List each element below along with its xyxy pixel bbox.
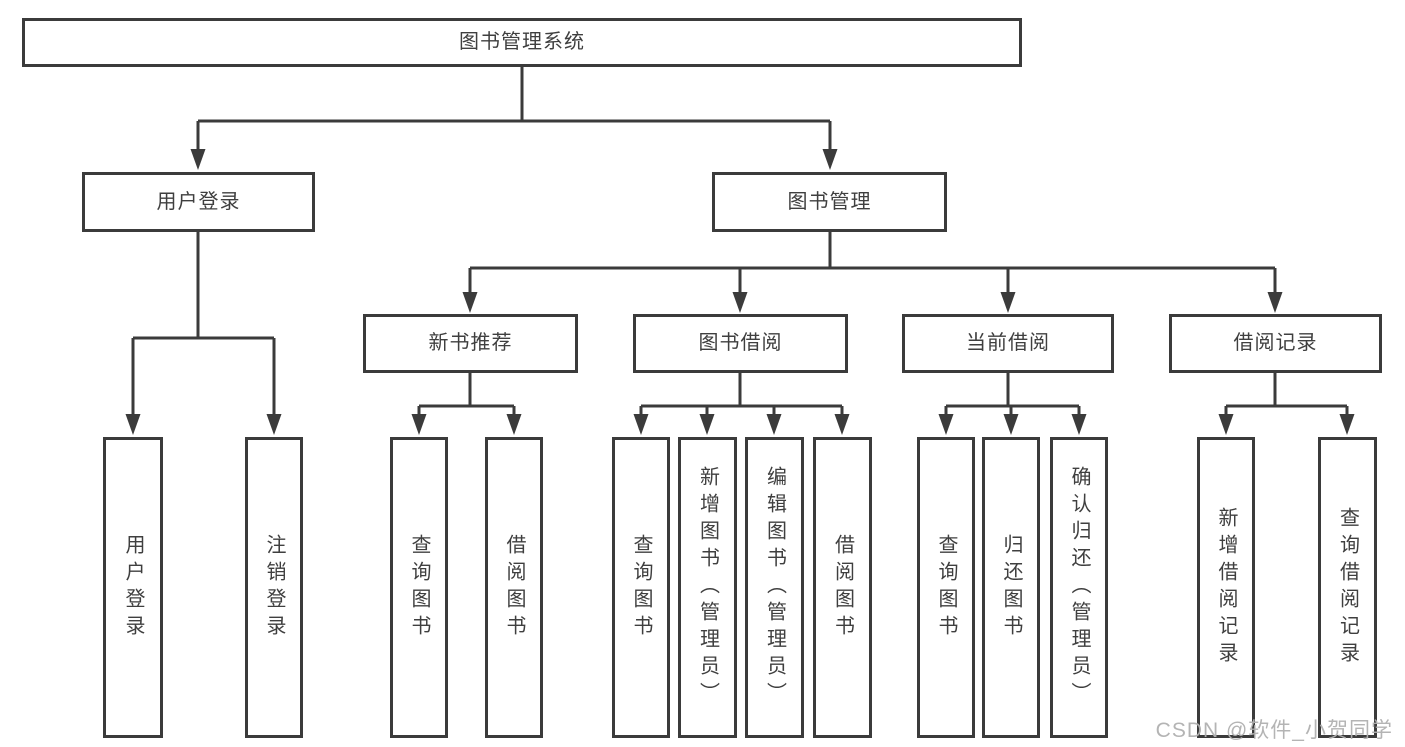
node-user-login-label: 用户登录 — [156, 190, 241, 213]
leaf-borrow-books-borrow-label: 借阅图书 — [831, 533, 854, 642]
node-new-book-recommend-label: 新书推荐 — [428, 332, 513, 354]
leaf-return-book: 归还图书 — [982, 437, 1040, 738]
leaf-query-books-current-label: 查询图书 — [935, 533, 957, 642]
node-library-system: 图书管理系统 — [22, 18, 1022, 67]
leaf-borrow-books-borrow: 借阅图书 — [813, 437, 872, 738]
node-book-management-label: 图书管理 — [787, 190, 872, 213]
leaf-borrow-books-recommend-label: 借阅图书 — [503, 533, 525, 642]
node-current-borrow-label: 当前借阅 — [966, 332, 1050, 354]
node-book-borrow: 图书借阅 — [633, 314, 848, 373]
leaf-user-login: 用户登录 — [103, 437, 163, 738]
leaf-query-borrow-record: 查询借阅记录 — [1318, 437, 1377, 738]
leaf-borrow-books-recommend: 借阅图书 — [485, 437, 543, 738]
node-borrow-records-label: 借阅记录 — [1233, 332, 1318, 354]
node-library-system-label: 图书管理系统 — [459, 31, 585, 53]
leaf-confirm-return-admin: 确认归还（管理员） — [1050, 437, 1108, 738]
leaf-edit-book-admin-label: 编辑图书（管理员） — [763, 466, 786, 709]
node-borrow-records: 借阅记录 — [1169, 314, 1382, 373]
leaf-logout: 注销登录 — [245, 437, 303, 738]
leaf-query-borrow-record-label: 查询借阅记录 — [1336, 506, 1359, 669]
leaf-logout-label: 注销登录 — [263, 533, 285, 642]
csdn-watermark: CSDN @软件_小贺同学 — [1155, 719, 1393, 742]
leaf-add-borrow-record: 新增借阅记录 — [1197, 437, 1255, 738]
leaf-confirm-return-admin-label: 确认归还（管理员） — [1068, 466, 1090, 709]
node-book-borrow-label: 图书借阅 — [698, 332, 783, 354]
leaf-return-book-label: 归还图书 — [1000, 533, 1022, 642]
node-user-login: 用户登录 — [82, 172, 315, 232]
leaf-query-books-borrow-label: 查询图书 — [630, 533, 652, 642]
leaf-add-borrow-record-label: 新增借阅记录 — [1215, 506, 1237, 669]
leaf-query-books-current: 查询图书 — [917, 437, 975, 738]
leaf-edit-book-admin: 编辑图书（管理员） — [745, 437, 804, 738]
leaf-query-books-recommend: 查询图书 — [390, 437, 448, 738]
leaf-query-books-borrow: 查询图书 — [612, 437, 670, 738]
node-new-book-recommend: 新书推荐 — [363, 314, 578, 373]
leaf-add-book-admin-label: 新增图书（管理员） — [696, 466, 719, 709]
leaf-user-login-label: 用户登录 — [122, 533, 144, 642]
leaf-query-books-recommend-label: 查询图书 — [408, 533, 430, 642]
node-book-management: 图书管理 — [712, 172, 947, 232]
leaf-add-book-admin: 新增图书（管理员） — [678, 437, 737, 738]
node-current-borrow: 当前借阅 — [902, 314, 1114, 373]
